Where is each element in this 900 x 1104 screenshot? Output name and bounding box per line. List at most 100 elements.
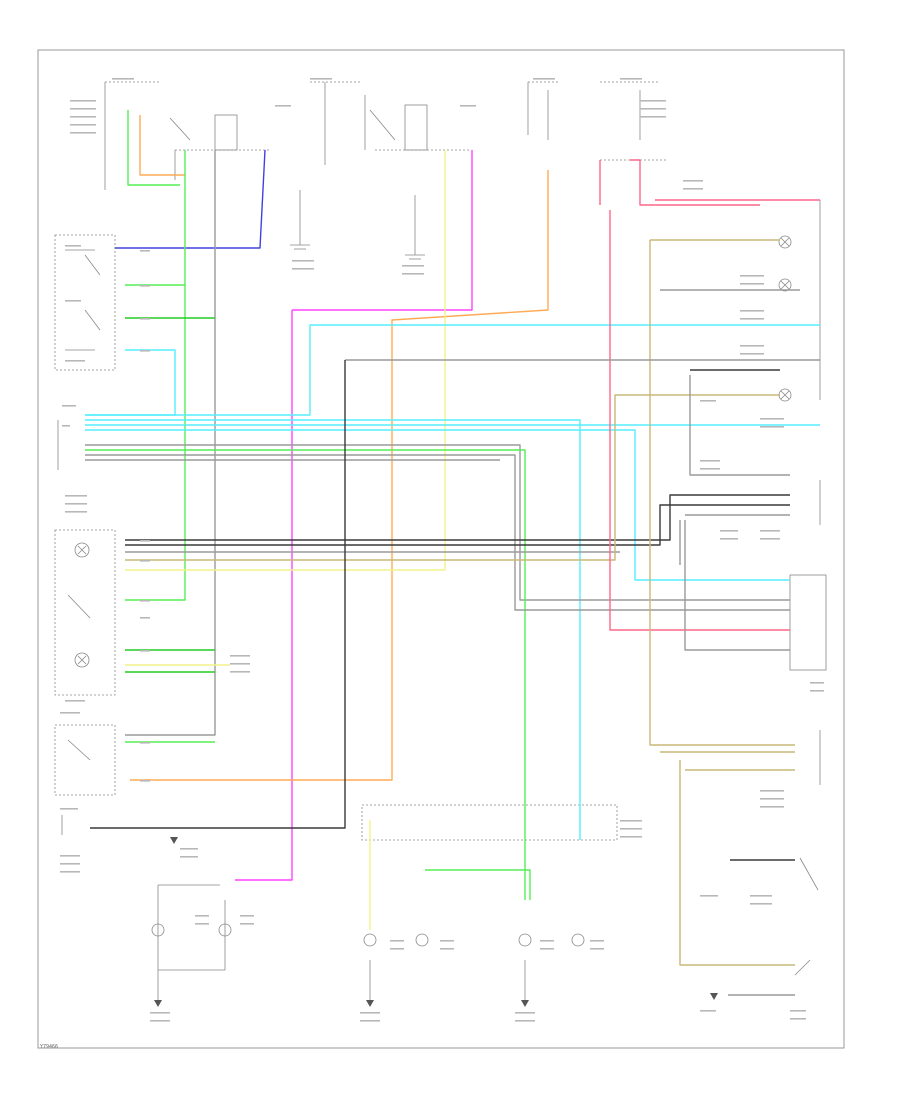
label-mark-89 [390,940,404,942]
wire-orange-7 [130,170,549,781]
label-mark-47 [60,871,80,873]
diagram-border [37,49,845,1049]
label-mark-53 [740,275,764,277]
label-mark-69 [760,806,784,808]
label-mark-85 [195,915,209,917]
label-mark-11 [640,116,666,118]
label-mark-32 [140,540,150,542]
wire-yellow-8 [125,150,446,571]
wire-light-green-17 [85,449,526,900]
wire-light-green-42 [425,869,531,900]
wire-cyan-12 [85,324,820,416]
label-mark-37 [230,655,250,657]
label-mark-52 [760,426,784,428]
label-mark-43 [140,780,150,782]
label-mark-51 [760,418,784,420]
label-mark-41 [60,712,80,714]
label-mark-26 [140,350,150,352]
label-mark-46 [60,863,80,865]
label-mark-95 [590,940,604,942]
wire-group [85,110,820,996]
label-mark-63 [760,530,780,532]
label-marks [60,78,824,1022]
label-mark-67 [760,790,784,792]
label-mark-4 [70,100,96,102]
label-mark-7 [70,124,96,126]
label-mark-27 [62,405,76,407]
wire-gray-18 [85,454,790,611]
wire-black-20 [125,494,790,541]
label-mark-48 [180,848,198,850]
label-mark-78 [620,836,642,838]
label-mark-91 [440,940,454,942]
label-mark-14 [683,180,703,182]
label-mark-72 [750,903,772,905]
label-mark-1 [310,78,332,80]
wire-gray-35 [689,375,790,476]
wire-magenta-6 [235,310,293,881]
label-mark-96 [590,948,604,950]
wire-magenta-5 [292,150,473,311]
label-mark-36 [140,650,150,652]
label-mark-93 [540,940,554,942]
label-mark-42 [140,742,150,744]
label-mark-56 [740,318,764,320]
left-components [54,234,116,835]
label-mark-34 [140,600,150,602]
label-mark-66 [810,690,824,692]
label-mark-55 [740,310,764,312]
wire-gray-16 [85,444,790,601]
label-mark-80 [150,1020,170,1022]
label-mark-10 [640,108,666,110]
label-mark-54 [740,283,764,285]
right-components [778,200,827,976]
label-mark-84 [515,1020,535,1022]
label-mark-17 [292,268,314,270]
label-mark-88 [240,923,254,925]
label-mark-28 [62,425,70,427]
wire-tan-29 [649,240,795,746]
label-mark-21 [65,300,81,302]
label-mark-44 [60,808,78,810]
wire-black-21 [125,504,790,546]
label-mark-23 [140,250,150,252]
label-mark-33 [140,560,150,562]
label-mark-60 [700,468,720,470]
label-mark-25 [140,318,150,320]
ground-symbols-top [290,190,425,260]
label-mark-83 [515,1012,535,1014]
wire-cyan-15 [85,429,790,581]
label-mark-2 [533,78,555,80]
label-mark-35 [140,617,150,619]
label-mark-65 [810,682,824,684]
label-mark-22 [65,360,85,362]
wire-tan-23 [125,394,780,561]
wire-gray-3 [125,150,216,736]
label-mark-59 [700,460,720,462]
wire-gray-37 [684,520,790,651]
label-mark-39 [230,671,250,673]
label-mark-68 [760,798,784,800]
label-mark-58 [740,353,764,355]
label-mark-15 [683,188,703,190]
wire-tan-38 [679,760,795,966]
wire-light-green-4 [125,150,186,601]
label-mark-18 [402,265,424,267]
label-mark-94 [540,948,554,950]
wire-pink-24 [630,159,760,206]
label-mark-77 [620,828,642,830]
label-mark-74 [790,1010,806,1012]
label-mark-24 [140,285,150,287]
label-mark-31 [65,511,87,513]
wire-pink-26 [609,210,790,631]
bottom-components [151,804,618,1000]
label-mark-92 [440,948,454,950]
label-mark-30 [65,503,87,505]
label-mark-0 [112,78,134,80]
label-mark-8 [70,132,96,134]
label-mark-12 [275,105,291,107]
label-mark-57 [740,345,764,347]
top-fuse-blocks [104,81,668,190]
wire-black-33 [90,360,346,829]
